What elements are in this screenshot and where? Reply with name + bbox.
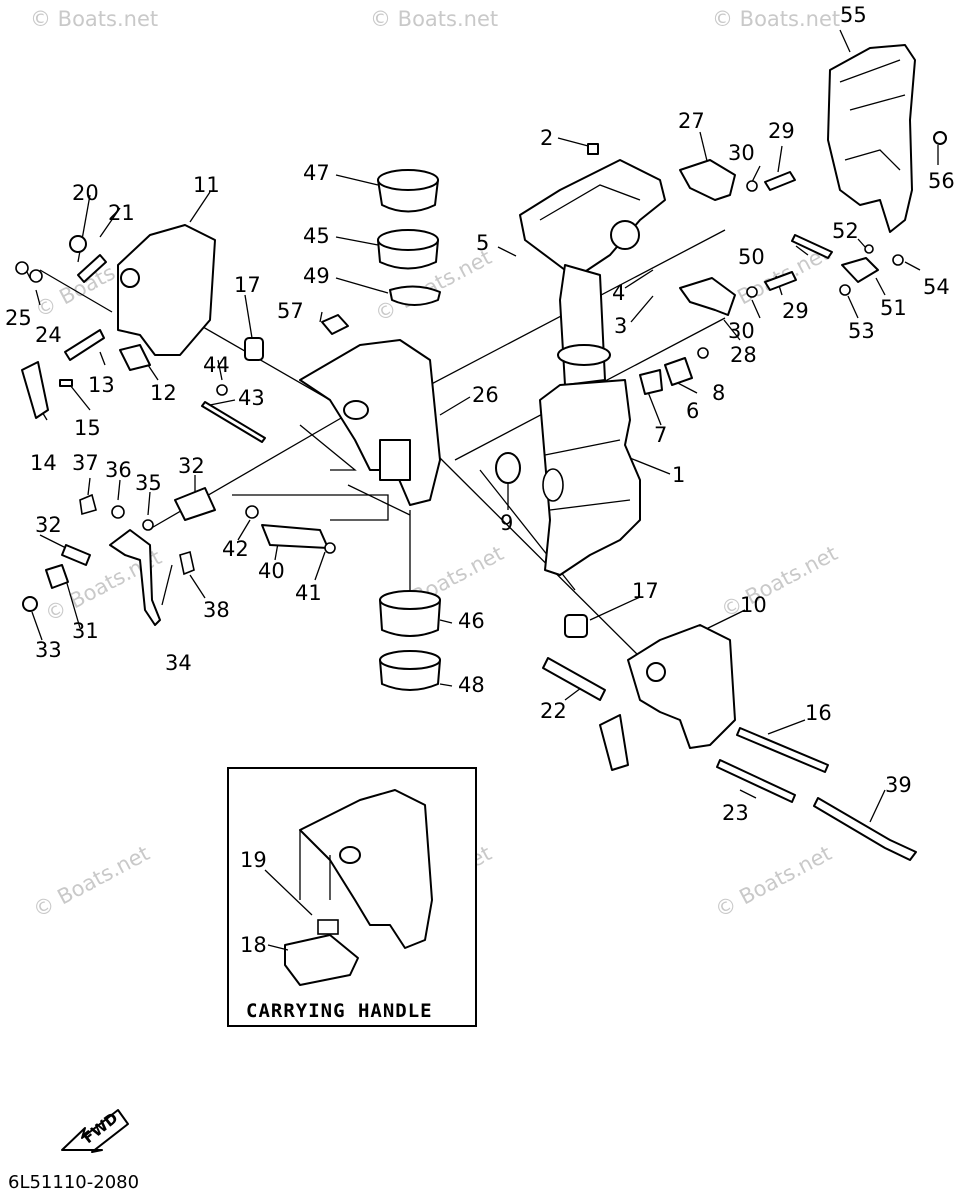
callout-50: 50: [738, 245, 765, 269]
callout-30-upper: 30: [728, 141, 755, 165]
callout-21: 21: [108, 201, 135, 225]
callout-22: 22: [540, 699, 567, 723]
callout-14: 14: [30, 451, 57, 475]
callout-20: 20: [72, 181, 99, 205]
callout-55: 55: [840, 3, 867, 27]
callout-9: 9: [500, 511, 513, 535]
callout-15: 15: [74, 416, 101, 440]
callout-11: 11: [193, 173, 220, 197]
callout-51: 51: [880, 296, 907, 320]
callout-7: 7: [654, 423, 667, 447]
callout-40: 40: [258, 559, 285, 583]
callout-46: 46: [458, 609, 485, 633]
callout-32-lower: 32: [35, 513, 62, 537]
callout-29-lower: 29: [782, 299, 809, 323]
callout-24: 24: [35, 323, 62, 347]
watermark: © Boats.net: [712, 7, 840, 31]
callout-30-lower: 30: [728, 319, 755, 343]
watermark: © Boats.net: [29, 841, 153, 922]
callouts: 55 56 2 27 30 29 5 4 3 50 52 54 51 53 29…: [5, 3, 955, 825]
watermark: © Boats.net: [717, 541, 841, 622]
callout-33: 33: [35, 638, 62, 662]
callout-6: 6: [686, 399, 699, 423]
leader-lines: [24, 29, 939, 823]
callout-4: 4: [612, 281, 625, 305]
callout-2: 2: [540, 126, 553, 150]
callout-57: 57: [277, 299, 304, 323]
diagram-code: 6L51110-2080: [8, 1172, 139, 1193]
callout-18: 18: [240, 933, 267, 957]
callout-8: 8: [712, 381, 725, 405]
callout-29-upper: 29: [768, 119, 795, 143]
callout-44: 44: [203, 353, 230, 377]
callout-54: 54: [923, 275, 950, 299]
callout-5: 5: [476, 231, 489, 255]
callout-28: 28: [730, 343, 757, 367]
callout-42: 42: [222, 537, 249, 561]
callout-34: 34: [165, 651, 192, 675]
callout-32-upper: 32: [178, 454, 205, 478]
callout-23: 23: [722, 801, 749, 825]
callout-26: 26: [472, 383, 499, 407]
callout-43: 43: [238, 386, 265, 410]
callout-13: 13: [88, 373, 115, 397]
callout-56: 56: [928, 169, 955, 193]
callout-52: 52: [832, 219, 859, 243]
callout-12: 12: [150, 381, 177, 405]
callout-49: 49: [303, 264, 330, 288]
inset-title: CARRYING HANDLE: [246, 1000, 433, 1022]
carrying-handle-inset: 19 18 CARRYING HANDLE: [227, 767, 477, 1027]
callout-1: 1: [672, 463, 685, 487]
callout-25: 25: [5, 306, 32, 330]
callout-17-left: 17: [234, 273, 261, 297]
callout-45: 45: [303, 224, 330, 248]
callout-17-right: 17: [632, 579, 659, 603]
callout-47: 47: [303, 161, 330, 185]
callout-41: 41: [295, 581, 322, 605]
callout-48: 48: [458, 673, 485, 697]
callout-31: 31: [72, 619, 99, 643]
watermark: © Boats.net: [711, 841, 835, 922]
callout-35: 35: [135, 471, 162, 495]
callout-38: 38: [203, 598, 230, 622]
callout-3: 3: [614, 314, 627, 338]
callout-19: 19: [240, 848, 267, 872]
forward-arrow: FWD: [61, 1109, 129, 1153]
callout-16: 16: [805, 701, 832, 725]
watermark: © Boats.net: [370, 7, 498, 31]
forward-arrow-icon: [61, 1109, 129, 1153]
callout-39: 39: [885, 773, 912, 797]
callout-36: 36: [105, 458, 132, 482]
watermark: © Boats.net: [30, 7, 158, 31]
callout-37: 37: [72, 451, 99, 475]
callout-53: 53: [848, 319, 875, 343]
part-drawings: [15, 44, 947, 861]
callout-27: 27: [678, 109, 705, 133]
callout-10: 10: [740, 593, 767, 617]
